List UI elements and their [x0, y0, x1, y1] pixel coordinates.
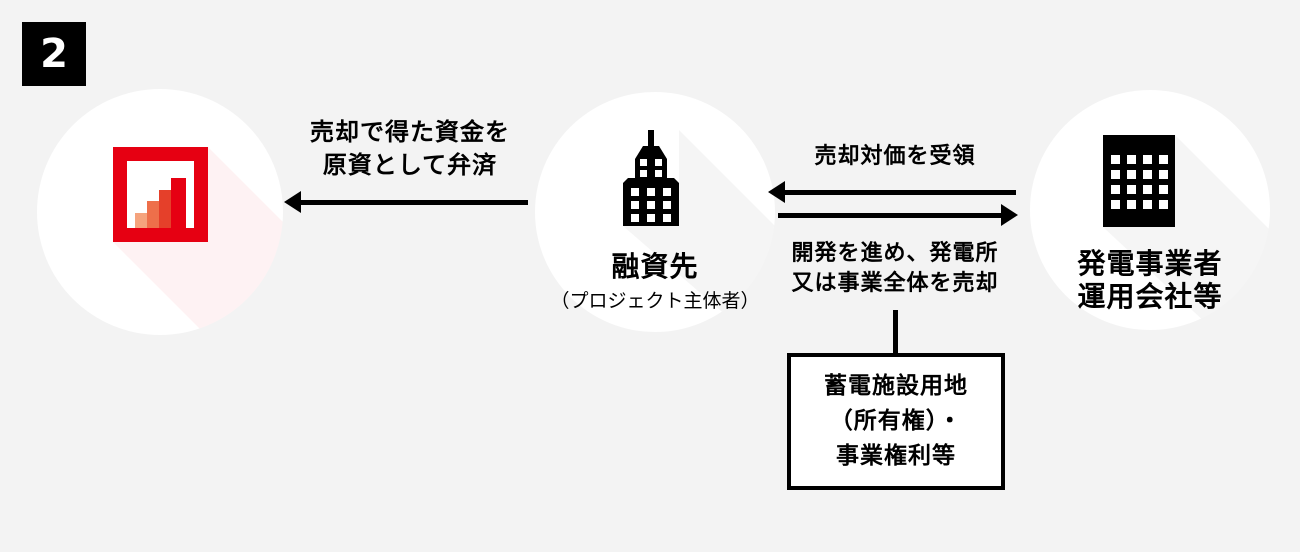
operator-title-line2: 運用会社等	[1077, 280, 1223, 313]
step-badge: 2	[22, 22, 86, 86]
arrowhead-left-icon	[284, 191, 301, 213]
sale-label-line1: 開発を進め、発電所	[791, 241, 999, 266]
chart-bar	[135, 213, 147, 228]
arrow-shaft	[297, 199, 528, 205]
company-building-icon	[1103, 135, 1175, 227]
asset-box: 蓄電施設用地 （所有権）・ 事業権利等	[787, 353, 1005, 490]
borrower-title: 融資先	[611, 250, 699, 283]
arrowhead-left-icon	[768, 181, 785, 203]
bar-chart-logo-icon	[113, 147, 208, 242]
asset-box-line3: 事業権利等	[836, 443, 956, 469]
borrower-node	[535, 92, 775, 332]
borrower-subtitle: （プロジェクト主体者）	[550, 290, 760, 312]
repayment-label: 売却で得た資金を 原資として弁済	[265, 116, 555, 182]
repayment-arrow	[284, 191, 528, 213]
connector-line	[893, 310, 898, 354]
operator-title-line1: 発電事業者	[1077, 247, 1223, 280]
sale-label-line2: 又は事業全体を売却	[791, 271, 999, 296]
proceeds-arrow	[768, 181, 1016, 203]
sale-arrow	[778, 204, 1018, 226]
arrowhead-right-icon	[1001, 204, 1018, 226]
operator-node	[1030, 90, 1270, 330]
operator-title: 発電事業者 運用会社等	[1030, 247, 1270, 313]
lender-node	[37, 89, 283, 335]
chart-bar	[159, 190, 171, 228]
chart-bar	[171, 178, 186, 228]
arrow-shaft	[781, 189, 1016, 195]
proceeds-label: 売却対価を受領	[814, 144, 976, 169]
sale-label: 開発を進め、発電所 又は事業全体を売却	[752, 239, 1038, 299]
step-number: 2	[40, 31, 68, 77]
asset-box-line2: （所有権）・	[829, 408, 963, 434]
asset-box-line1: 蓄電施設用地	[824, 373, 968, 399]
repayment-label-line2: 原資として弁済	[322, 151, 498, 179]
arrow-shaft	[778, 212, 1005, 218]
office-building-icon	[623, 130, 679, 226]
chart-bar	[147, 201, 159, 228]
repayment-label-line1: 売却で得た資金を	[310, 118, 510, 146]
